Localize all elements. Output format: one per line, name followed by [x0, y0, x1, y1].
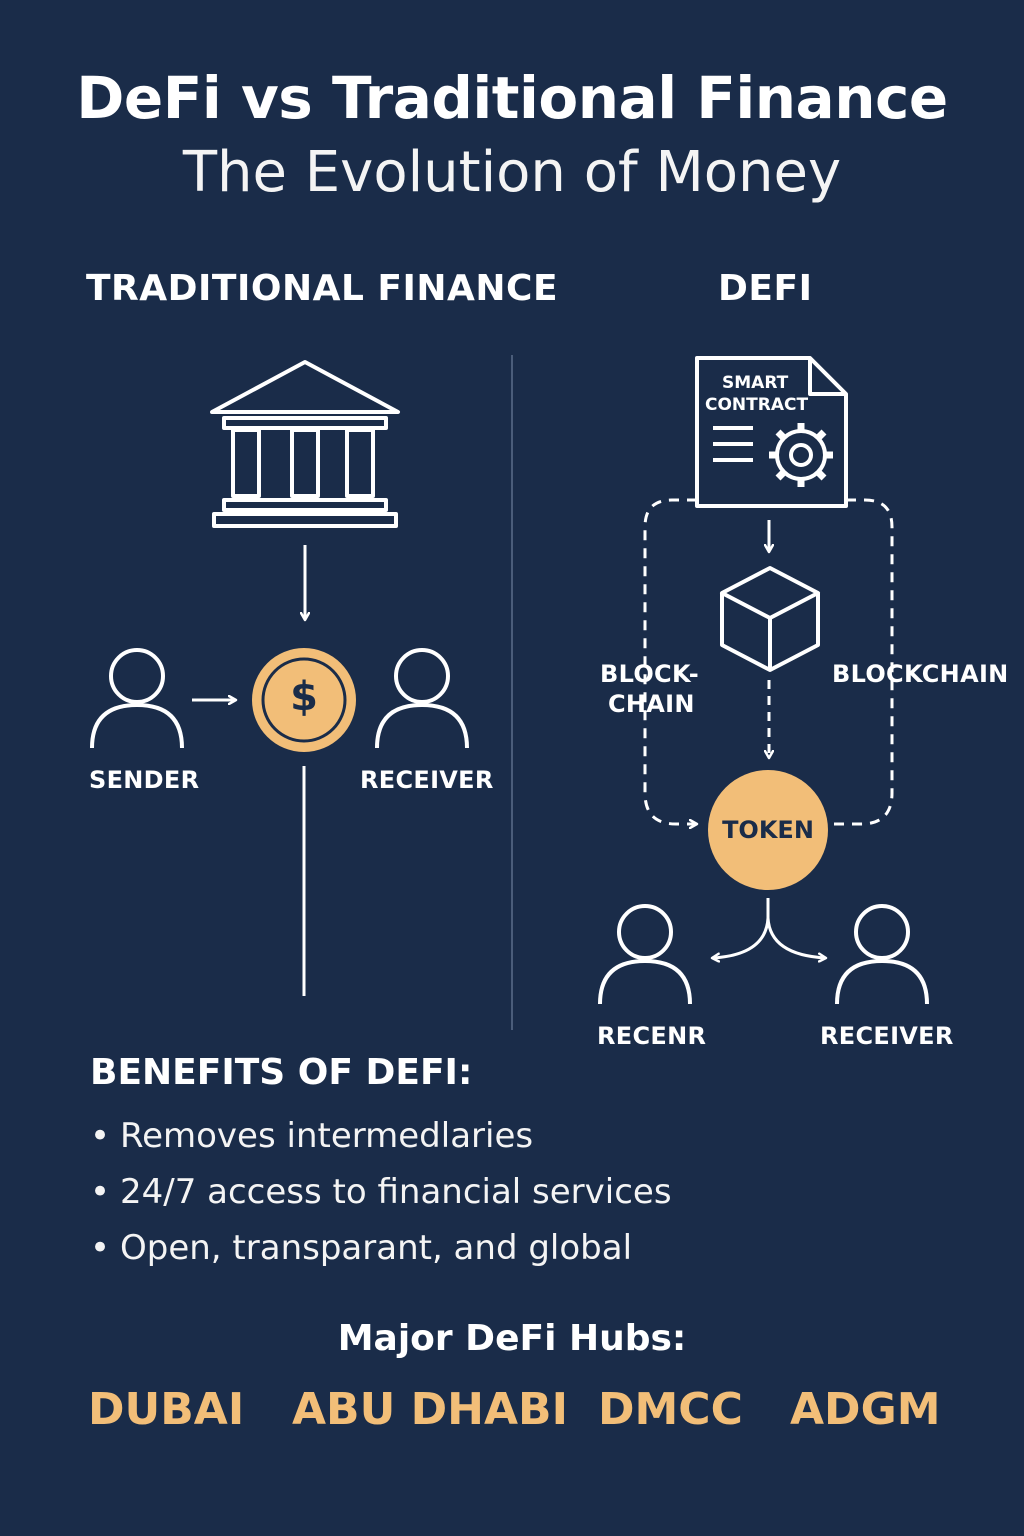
traditional-heading: TRADITIONAL FINANCE: [86, 268, 559, 309]
blockchain-right-path: [834, 498, 894, 826]
hubs-heading: Major DeFi Hubs:: [337, 1318, 687, 1359]
cube-icon: [720, 566, 820, 672]
benefits-heading: BENEFITS OF DEFI:: [90, 1052, 473, 1093]
gear-icon: [769, 423, 833, 487]
bullet-icon: •: [90, 1172, 111, 1212]
token-split-right-arrow: [766, 917, 826, 958]
bank-icon: [210, 360, 400, 528]
hub-dubai: DUBAI: [88, 1384, 245, 1435]
smart-contract-label-line1: SMART: [722, 373, 789, 393]
sender-label: SENDER: [89, 766, 200, 794]
list-item: •24/7 access to financial services: [90, 1166, 672, 1222]
coin-symbol: $: [290, 674, 318, 720]
list-item: •Removes intermedlaries: [90, 1110, 672, 1166]
coin-icon: [252, 648, 356, 752]
blockchain-right-label: BLOCKCHAIN: [832, 660, 1009, 688]
smart-contract-label-line2: CONTRACT: [705, 395, 809, 415]
comparison-diagram: [90, 355, 929, 1030]
bullet-icon: •: [90, 1116, 111, 1156]
defi-left-user-label: RECENR: [597, 1022, 707, 1050]
defi-right-user-icon: [835, 904, 929, 1005]
benefits-list: •Removes intermedlaries •24/7 access to …: [90, 1110, 672, 1278]
benefit-text: Removes intermedlaries: [120, 1116, 534, 1156]
blockchain-left-label-line2: CHAIN: [608, 690, 695, 718]
list-item: •Open, transparant, and global: [90, 1222, 672, 1278]
defi-left-user-icon: [598, 904, 692, 1005]
hub-adgm: ADGM: [790, 1384, 941, 1435]
benefit-text: 24/7 access to financial services: [120, 1172, 672, 1212]
receiver-icon: [375, 648, 469, 749]
token-split-left-arrow: [712, 898, 770, 958]
hub-abu-dhabi: ABU DHABI: [292, 1384, 568, 1435]
bullet-icon: •: [90, 1228, 111, 1268]
blockchain-left-path: [643, 498, 697, 824]
defi-heading: DEFI: [718, 268, 813, 309]
token-label: TOKEN: [722, 816, 814, 844]
defi-right-user-label: RECEIVER: [820, 1022, 954, 1050]
hub-dmcc: DMCC: [598, 1384, 743, 1435]
blockchain-left-label-line1: BLOCK-: [600, 660, 700, 688]
page-title: DeFi vs Traditional Finance: [76, 64, 948, 132]
benefit-text: Open, transparant, and global: [120, 1228, 633, 1268]
token-icon: [708, 770, 828, 890]
receiver-label: RECEIVER: [360, 766, 494, 794]
sender-icon: [90, 648, 184, 749]
document-icon: [695, 356, 848, 508]
page-subtitle: The Evolution of Money: [182, 140, 842, 205]
